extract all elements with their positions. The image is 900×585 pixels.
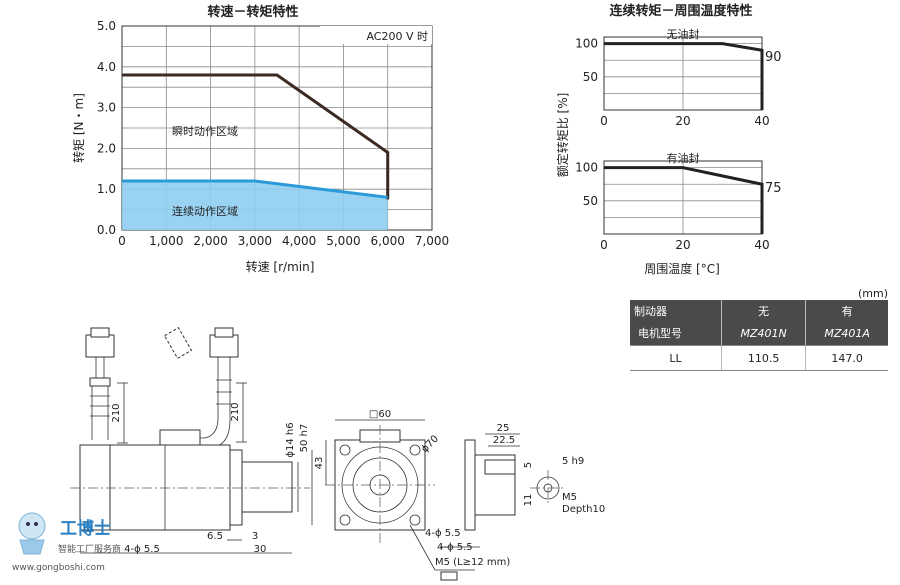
dim-5: 5 — [523, 462, 534, 468]
dim-30: 30 — [254, 544, 267, 555]
x-tick-label: 40 — [754, 114, 769, 128]
dim-LL: 4-ϕ 5.5 — [124, 544, 160, 555]
x-tick-label: 40 — [754, 238, 769, 252]
chart1-ylabel: 转矩 [N・m] — [71, 93, 86, 163]
table-header-row: 制动器 无 有 — [630, 300, 888, 321]
chart2-end-label: 90 — [765, 50, 782, 65]
y-tick-label: 100 — [575, 161, 598, 175]
cell-LL-none: 110.5 — [721, 345, 806, 371]
x-tick-label: 0 — [600, 114, 608, 128]
series-line — [122, 179, 388, 199]
table-header-none: 无 — [721, 300, 806, 321]
dim-pcd-70: ϕ70 — [420, 434, 441, 455]
instant-region-label: 瞬时动作区域 — [172, 125, 238, 138]
dim-43: 43 — [314, 457, 325, 470]
x-tick-label: 7,000 — [415, 234, 449, 248]
dim-screw: M5 (L≥12 mm) — [435, 557, 510, 568]
motor-dimension-drawing: 210 210 ϕ14 h6 50 h7 — [70, 327, 605, 581]
x-tick-label: 0 — [118, 234, 126, 248]
chart1-xlabel: 转速 [r/min] — [246, 259, 315, 274]
shaft-detail-view — [464, 439, 566, 531]
x-tick-label: 4,000 — [282, 234, 316, 248]
dim-depth: Depth10 — [562, 504, 605, 515]
dim-tap: M5 — [562, 492, 577, 503]
continuous-region-label: 连续动作区域 — [172, 204, 238, 218]
chart2-title: 连续转矩－周围温度特性 — [609, 3, 752, 19]
motor-side-view — [70, 429, 310, 531]
row-label-LL: LL — [630, 345, 722, 371]
temp-chart-ylabel: 额定转矩比 [%] — [555, 93, 570, 178]
chart1-title: 转速－转矩特性 — [207, 4, 298, 20]
cell-model-with: MZ401A — [805, 321, 888, 346]
series-line — [604, 42, 764, 110]
cell-model-none: MZ401N — [721, 321, 806, 346]
spec-table: 制动器 无 有 电机型号 MZ401N MZ401A LL 110.5 147.… — [630, 300, 888, 371]
y-tick-label: 0.0 — [97, 223, 116, 237]
y-tick-label: 3.0 — [97, 101, 116, 115]
y-tick-label: 5.0 — [97, 19, 116, 33]
logo-mark: 工博士 — [60, 518, 111, 539]
series-line — [604, 166, 764, 234]
dim-210-left: 210 — [111, 403, 122, 422]
dim-square-60: □60 — [369, 409, 391, 420]
x-tick-label: 3,000 — [238, 234, 272, 248]
motor-front-view — [325, 425, 435, 545]
logo-url: www.gongboshi.com — [12, 563, 105, 573]
series-line — [122, 73, 390, 200]
dim-210-right: 210 — [230, 402, 241, 421]
y-tick-label: 100 — [575, 37, 598, 51]
x-tick-label: 20 — [675, 114, 690, 128]
row-label-model: 电机型号 — [630, 321, 722, 346]
dim-key-22-5: 22.5 — [493, 435, 515, 446]
dim-key-25: 25 — [497, 423, 510, 434]
chart3-xlabel: 周围温度 [°C] — [644, 261, 720, 276]
dim-spigot-dia: 50 h7 — [299, 424, 310, 453]
y-tick-label: 50 — [583, 70, 598, 84]
x-tick-label: 20 — [675, 238, 690, 252]
logo-sub: 智能工厂服务商 — [58, 543, 121, 555]
x-tick-label: 5,000 — [326, 234, 360, 248]
y-tick-label: 1.0 — [97, 182, 116, 196]
cell-LL-with: 147.0 — [805, 345, 888, 371]
watermark-logo: 工博士 智能工厂服务商 www.gongboshi.com — [12, 512, 121, 573]
connector-left — [85, 327, 115, 440]
dim-holes: 4-ϕ 5.5 — [425, 528, 461, 539]
dim-11: 11 — [523, 494, 534, 507]
dim-key-width: 5 h9 — [562, 456, 584, 467]
dim-holes-label: 4-ϕ 5.5 — [437, 542, 473, 553]
table-unit: (mm) — [858, 287, 889, 300]
dim-3: 3 — [252, 531, 258, 542]
y-tick-label: 4.0 — [97, 60, 116, 74]
speed-torque-chart: 转速－转矩特性 0 1,000 2,000 3,000 4,000 5,000 6,000 7… — [71, 4, 449, 274]
dim-shaft-dia: ϕ14 h6 — [285, 422, 296, 457]
series-fill-area — [122, 181, 388, 230]
chart3-end-label: 75 — [765, 181, 782, 196]
y-tick-label: 50 — [583, 194, 598, 208]
x-tick-label: 2,000 — [193, 234, 227, 248]
dim-6-5: 6.5 — [207, 531, 223, 542]
chart1-annotation-box — [320, 26, 432, 44]
table-row: 电机型号 MZ401N MZ401A — [630, 321, 888, 346]
x-tick-label: 1,000 — [149, 234, 183, 248]
table-header-with: 有 — [805, 300, 888, 321]
x-tick-label: 0 — [600, 238, 608, 252]
table-row: LL 110.5 147.0 — [630, 345, 888, 371]
y-tick-label: 2.0 — [97, 141, 116, 155]
x-tick-label: 6,000 — [371, 234, 405, 248]
chart1-annotation: AC200 V 时 — [366, 30, 428, 43]
table-header-brake: 制动器 — [630, 300, 722, 321]
